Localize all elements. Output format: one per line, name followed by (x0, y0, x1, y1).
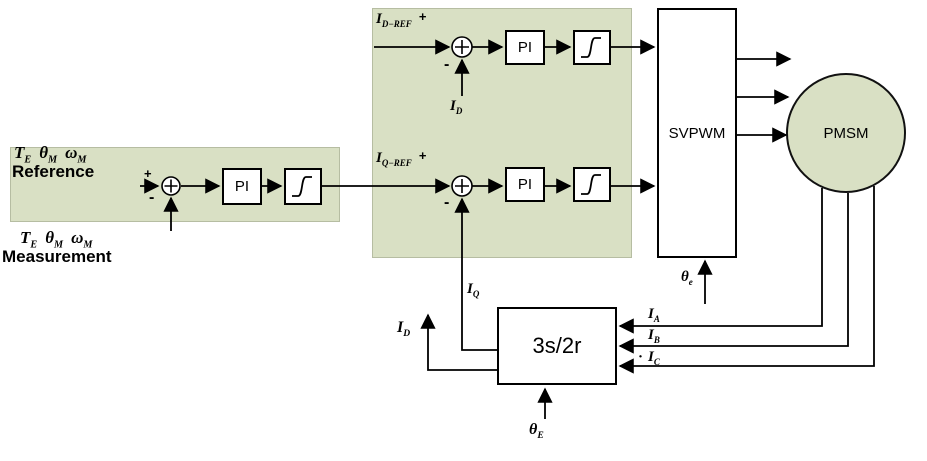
var-omega-ref: ωM (65, 143, 87, 166)
d-axis-minus-sign: - (444, 56, 450, 73)
speed-pi-block: PI (222, 168, 262, 205)
var-sub: E (537, 430, 544, 442)
var-theta-ref: θM (39, 143, 58, 166)
q-axis-pi-label: PI (517, 176, 533, 193)
q-axis-minus-sign: - (444, 194, 450, 211)
var-theta-E: θE (529, 421, 544, 442)
var-base: I (648, 327, 654, 343)
var-id-ref: ID−REF (376, 11, 412, 29)
transform-label: 3s/2r (532, 333, 582, 358)
var-base: I (376, 150, 382, 166)
d-axis-plus-sign: + (418, 9, 427, 24)
wire-id-output (420, 313, 497, 371)
speed-pi-label: PI (234, 178, 250, 195)
d-axis-feedback-label: ID (450, 98, 463, 116)
transform-angle-label: θE (529, 421, 544, 442)
var-sub: Q−REF (381, 158, 412, 168)
var-base: I (397, 319, 404, 336)
var-base: T (20, 228, 31, 247)
speed-reference-caption: Reference (12, 162, 95, 181)
pmsm-motor: PMSM (786, 73, 906, 193)
var-base: I (450, 98, 456, 114)
q-axis-feedback-label: IQ (467, 281, 480, 299)
var-iq-ref: IQ−REF (376, 150, 412, 168)
var-sub: B (653, 335, 660, 345)
var-sub: C (653, 357, 660, 367)
var-theta-e: θe (681, 269, 693, 287)
pmsm-label: PMSM (823, 124, 869, 142)
var-base: ω (71, 228, 84, 247)
speed-sum-plus-sign: + (144, 166, 152, 181)
var-base: θ (45, 228, 55, 247)
svpwm-angle-label: θe (681, 269, 693, 287)
d-axis-pi-label: PI (517, 39, 533, 56)
var-sub: D (455, 106, 463, 116)
var-base: θ (39, 143, 49, 162)
var-ib: IB (648, 327, 660, 345)
var-iq-feedback: IQ (467, 281, 480, 299)
svpwm-label: SVPWM (668, 124, 726, 142)
q-axis-pi-block: PI (505, 167, 545, 202)
clarke-park-transform-block: 3s/2r (497, 307, 617, 385)
var-ia: IA (648, 306, 660, 324)
var-base: I (648, 349, 654, 365)
var-base: I (376, 11, 382, 27)
phase-c-dot: · (638, 349, 644, 365)
var-base: T (14, 143, 25, 162)
var-sub: M (77, 154, 87, 166)
var-base: I (648, 306, 654, 322)
var-base: ω (65, 143, 78, 162)
d-axis-saturation-block (573, 30, 611, 65)
var-sub: E (30, 239, 38, 251)
phase-c-current-label: ·IC (638, 349, 660, 367)
var-sub: M (48, 154, 58, 166)
var-torque-ref: TE (14, 143, 32, 166)
var-sub: e (688, 277, 693, 287)
var-sub: E (24, 154, 32, 166)
var-sub: M (54, 239, 64, 251)
transform-id-output-label: ID (397, 319, 411, 340)
var-base: I (467, 281, 473, 297)
phase-a-current-label: IA (648, 306, 660, 324)
var-omega-meas: ωM (71, 228, 93, 251)
var-sub: Q (472, 289, 480, 299)
var-base: θ (681, 269, 689, 285)
speed-measurement-caption: Measurement (2, 247, 112, 266)
var-sub: D−REF (381, 19, 412, 29)
var-base: θ (529, 421, 538, 438)
q-axis-ref-label: IQ−REF + (376, 148, 427, 168)
d-axis-pi-block: PI (505, 30, 545, 65)
phase-b-current-label: IB (648, 327, 660, 345)
var-id-output: ID (397, 319, 411, 340)
d-axis-ref-label: ID−REF + (376, 9, 427, 29)
speed-sum-minus-sign: - (149, 189, 155, 206)
var-torque-meas: TE (20, 228, 38, 251)
var-sub: D (403, 328, 411, 340)
q-axis-plus-sign: + (418, 148, 427, 163)
var-id-feedback: ID (450, 98, 463, 116)
var-sub: A (653, 314, 660, 324)
var-ic: IC (648, 349, 660, 367)
q-axis-saturation-block (573, 167, 611, 202)
var-theta-meas: θM (45, 228, 64, 251)
var-sub: M (83, 239, 93, 251)
svpwm-block: SVPWM (657, 8, 737, 258)
speed-saturation-block (284, 168, 322, 205)
